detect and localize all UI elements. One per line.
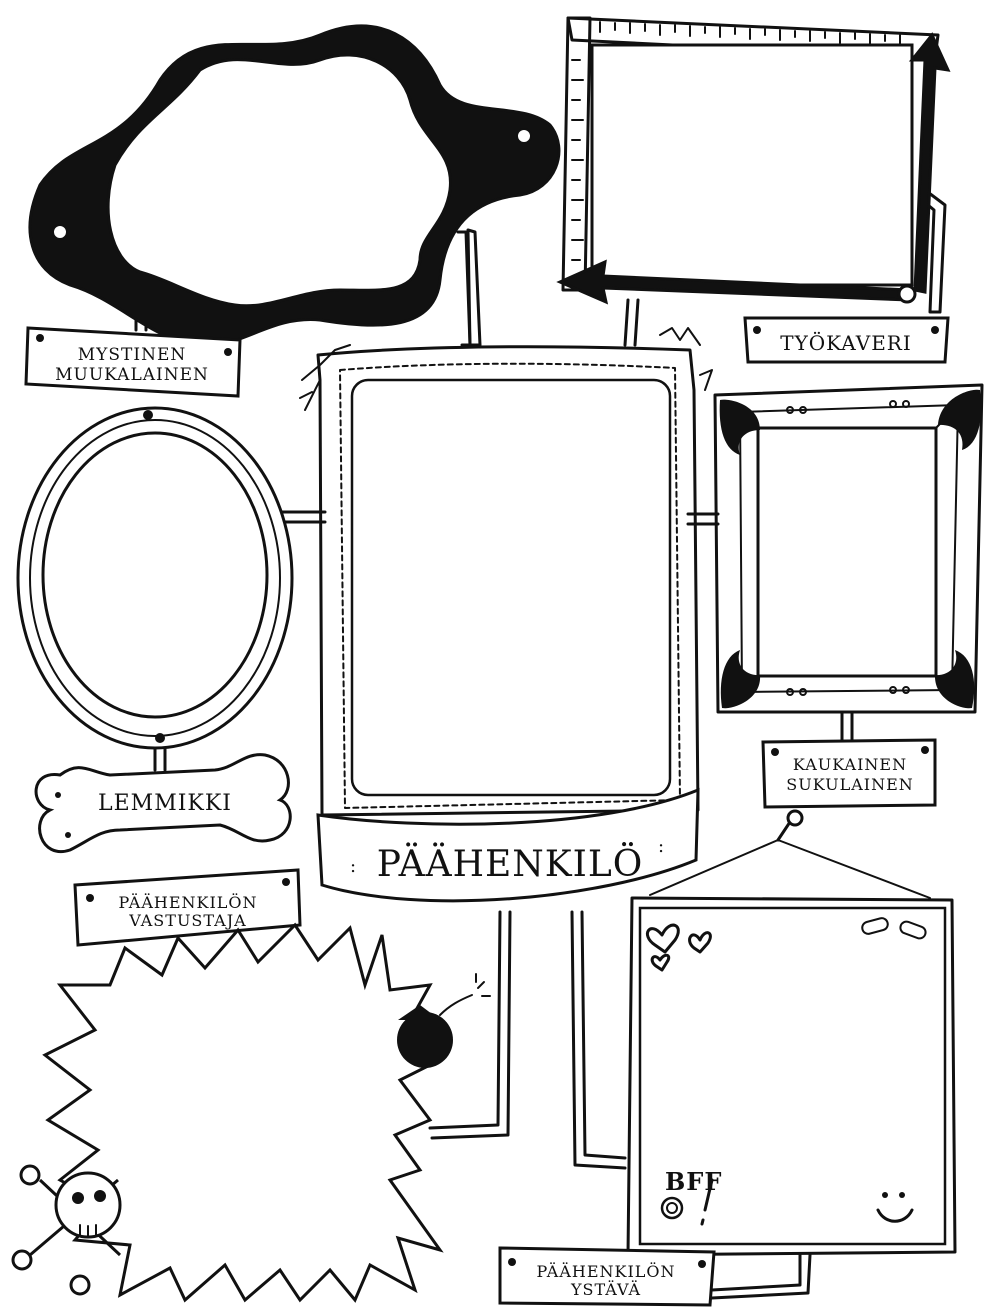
friend-label-line2: YSTÄVÄ — [570, 1279, 641, 1299]
coworker-photo-slot[interactable] — [592, 45, 912, 285]
opponent-label-plate: PÄÄHENKILÖN VASTUSTAJA — [75, 870, 300, 945]
main-dots-left: : — [350, 856, 357, 877]
relative-frame — [715, 385, 982, 712]
alien-label-line1: MYSTINEN — [78, 345, 187, 365]
relative-label-plate: KAUKAINEN SUKULAINEN — [763, 740, 935, 807]
opponent-label-line2: VASTUSTAJA — [128, 911, 246, 930]
bff-text: BFF — [665, 1167, 722, 1196]
pet-frame — [18, 408, 292, 748]
coworker-label: TYÖKAVERI — [780, 330, 912, 355]
bone-icon: LEMMIKKI — [36, 755, 290, 852]
pet-label: LEMMIKKI — [98, 791, 232, 816]
friend-label-plate: PÄÄHENKILÖN YSTÄVÄ — [500, 1248, 714, 1305]
coworker-label-plate: TYÖKAVERI — [745, 318, 948, 362]
friend-label-line1: PÄÄHENKILÖN — [536, 1261, 675, 1281]
pet-photo-slot[interactable] — [43, 433, 267, 717]
alien-label-line2: MUUKALAINEN — [55, 365, 209, 385]
main-frame: PÄÄHENKILÖ : : — [300, 328, 712, 901]
coworker-frame — [560, 18, 948, 302]
main-photo-slot[interactable] — [352, 380, 670, 795]
relative-label-line1: KAUKAINEN — [793, 755, 907, 774]
friend-frame: BFF — [628, 811, 955, 1255]
opponent-photo-slot[interactable] — [45, 925, 440, 1300]
relative-label-line2: SUKULAINEN — [786, 775, 914, 794]
alien-label-plate: MYSTINEN MUUKALAINEN — [26, 328, 240, 396]
main-label: PÄÄHENKILÖ — [377, 843, 644, 885]
opponent-frame — [45, 925, 440, 1300]
pushpin-icon — [778, 811, 802, 840]
relative-photo-slot[interactable] — [758, 428, 936, 676]
main-dots-right: : — [658, 836, 665, 857]
skull-crossbones-icon — [13, 1166, 120, 1294]
opponent-label-line1: PÄÄHENKILÖN — [118, 892, 257, 912]
alien-frame — [30, 26, 559, 346]
